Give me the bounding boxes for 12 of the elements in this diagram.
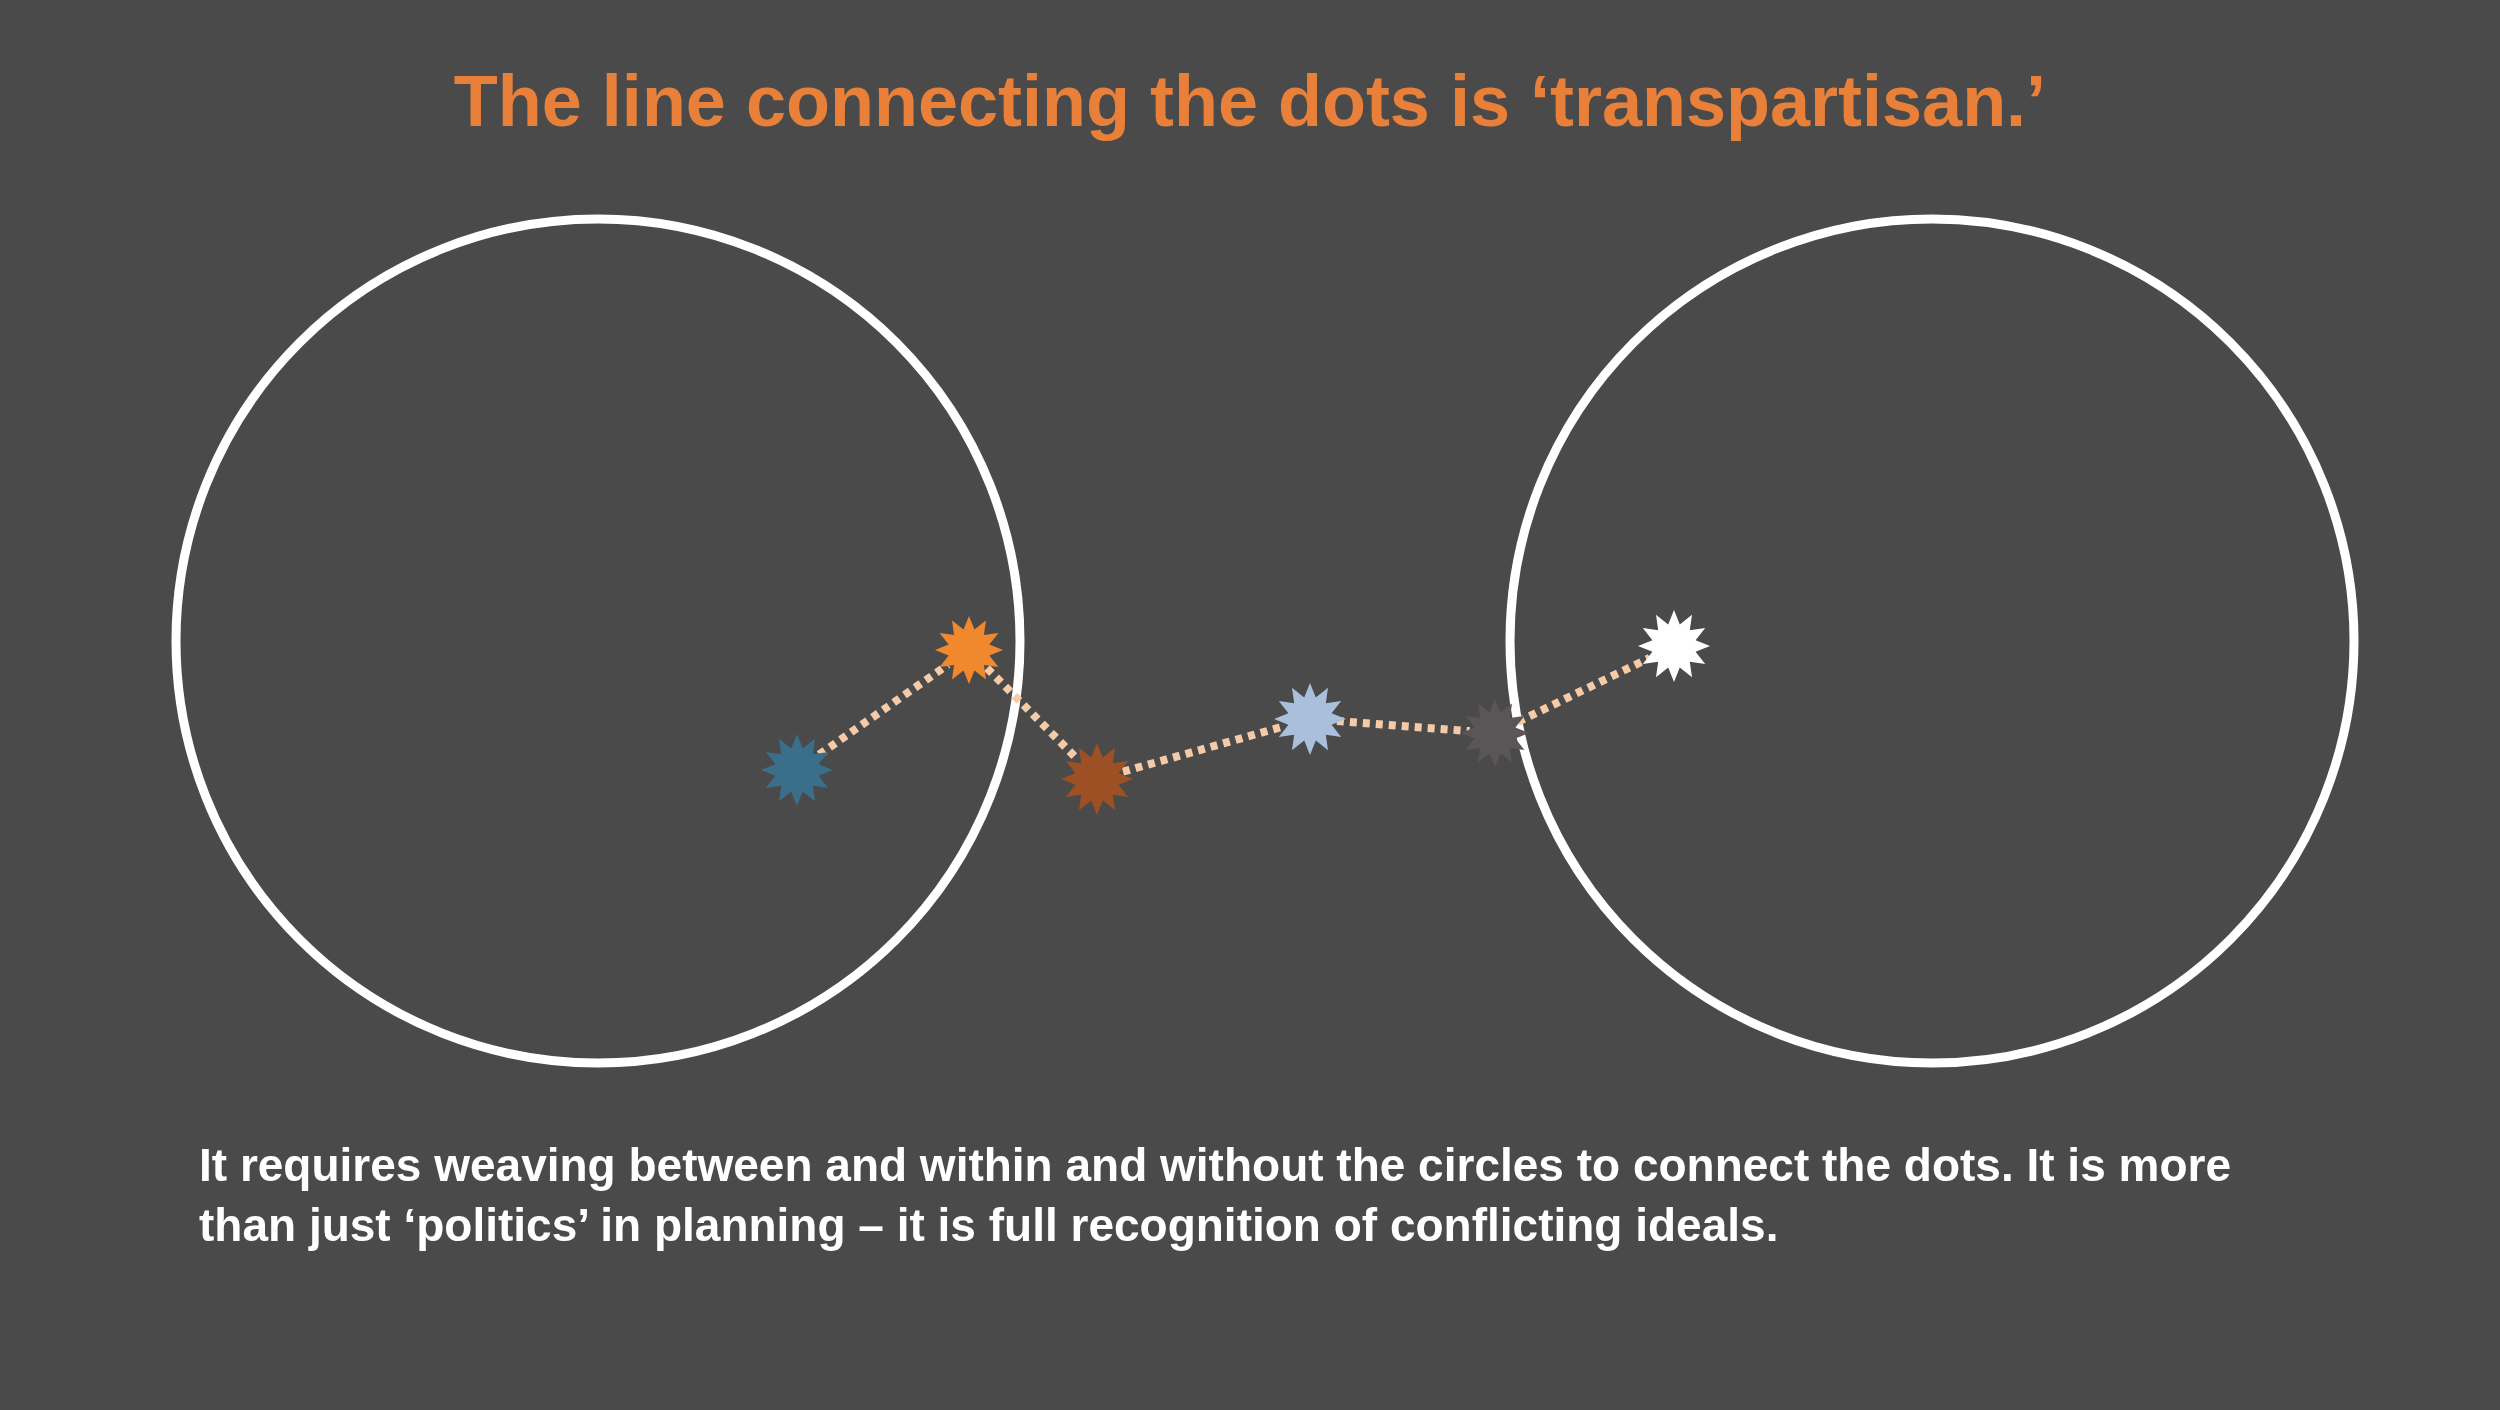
title: The line connecting the dots is ‘transpartisan.’ xyxy=(452,60,2048,142)
star-shape xyxy=(935,616,1003,684)
star-shape xyxy=(1061,743,1133,815)
star-shape xyxy=(1274,683,1346,755)
dotted-line xyxy=(1516,654,1652,726)
star-shape xyxy=(1461,699,1529,767)
circle-outline xyxy=(1505,214,2359,1068)
circle-outline xyxy=(171,214,1025,1068)
star-shape xyxy=(1638,610,1710,682)
star-shape xyxy=(761,734,833,806)
caption: It requires weaving between and within and without the circles to connect the dots. It is more than just ‘politics’ in planning – it is full recognition of conflicting ideals. xyxy=(199,1138,2232,1253)
dotted-line xyxy=(1336,717,1470,736)
